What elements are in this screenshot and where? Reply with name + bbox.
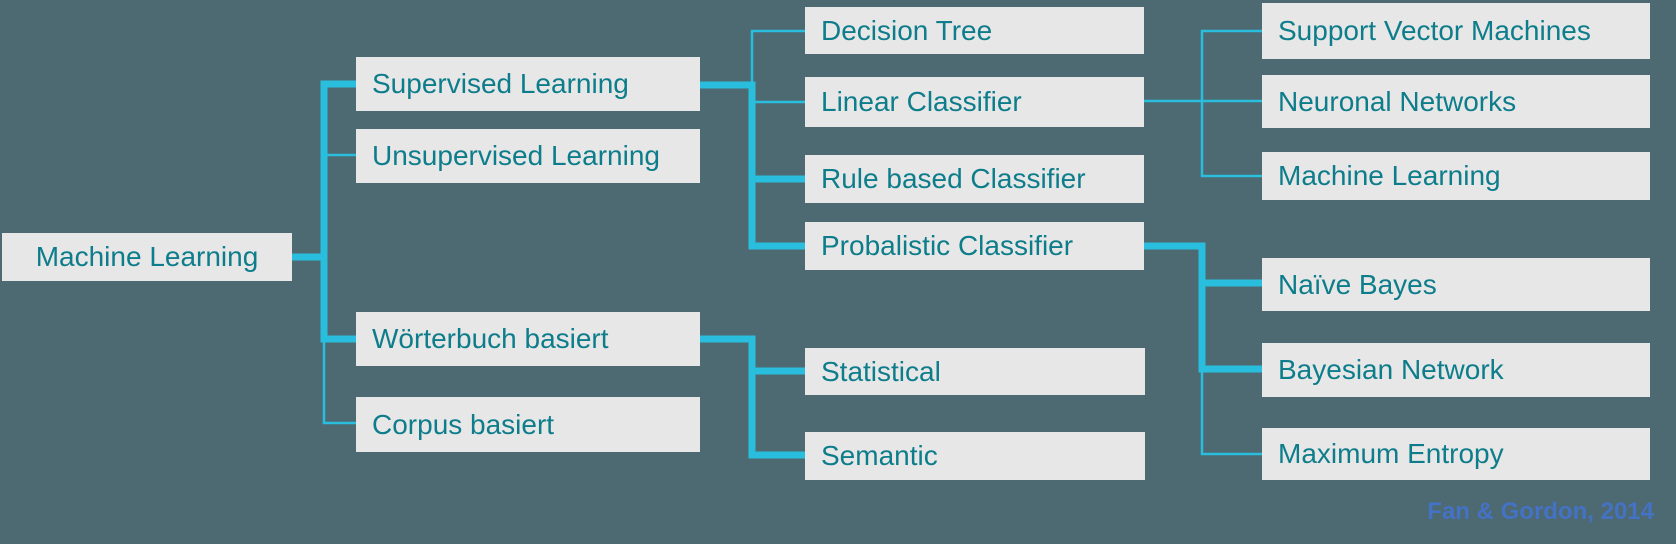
node-decision-tree: Decision Tree bbox=[805, 7, 1144, 54]
node-naive-bayes: Naïve Bayes bbox=[1262, 258, 1650, 311]
citation-text: Fan & Gordon, 2014 bbox=[1427, 498, 1654, 525]
node-supervised-learning: Supervised Learning bbox=[356, 57, 700, 111]
node-machine-learning-root: Machine Learning bbox=[2, 233, 292, 281]
node-maximum-entropy: Maximum Entropy bbox=[1262, 428, 1650, 480]
node-machine-learning-child: Machine Learning bbox=[1262, 152, 1650, 200]
node-rule-based-classifier: Rule based Classifier bbox=[805, 155, 1144, 203]
node-woerterbuch-basiert: Wörterbuch basiert bbox=[356, 312, 700, 366]
node-corpus-basiert: Corpus basiert bbox=[356, 397, 700, 452]
node-statistical: Statistical bbox=[805, 348, 1145, 395]
node-neuronal-networks: Neuronal Networks bbox=[1262, 75, 1650, 128]
node-support-vector-machines: Support Vector Machines bbox=[1262, 3, 1650, 59]
node-probalistic-classifier: Probalistic Classifier bbox=[805, 222, 1144, 270]
node-linear-classifier: Linear Classifier bbox=[805, 77, 1144, 127]
node-semantic: Semantic bbox=[805, 432, 1145, 480]
node-unsupervised-learning: Unsupervised Learning bbox=[356, 129, 700, 183]
node-bayesian-network: Bayesian Network bbox=[1262, 343, 1650, 397]
